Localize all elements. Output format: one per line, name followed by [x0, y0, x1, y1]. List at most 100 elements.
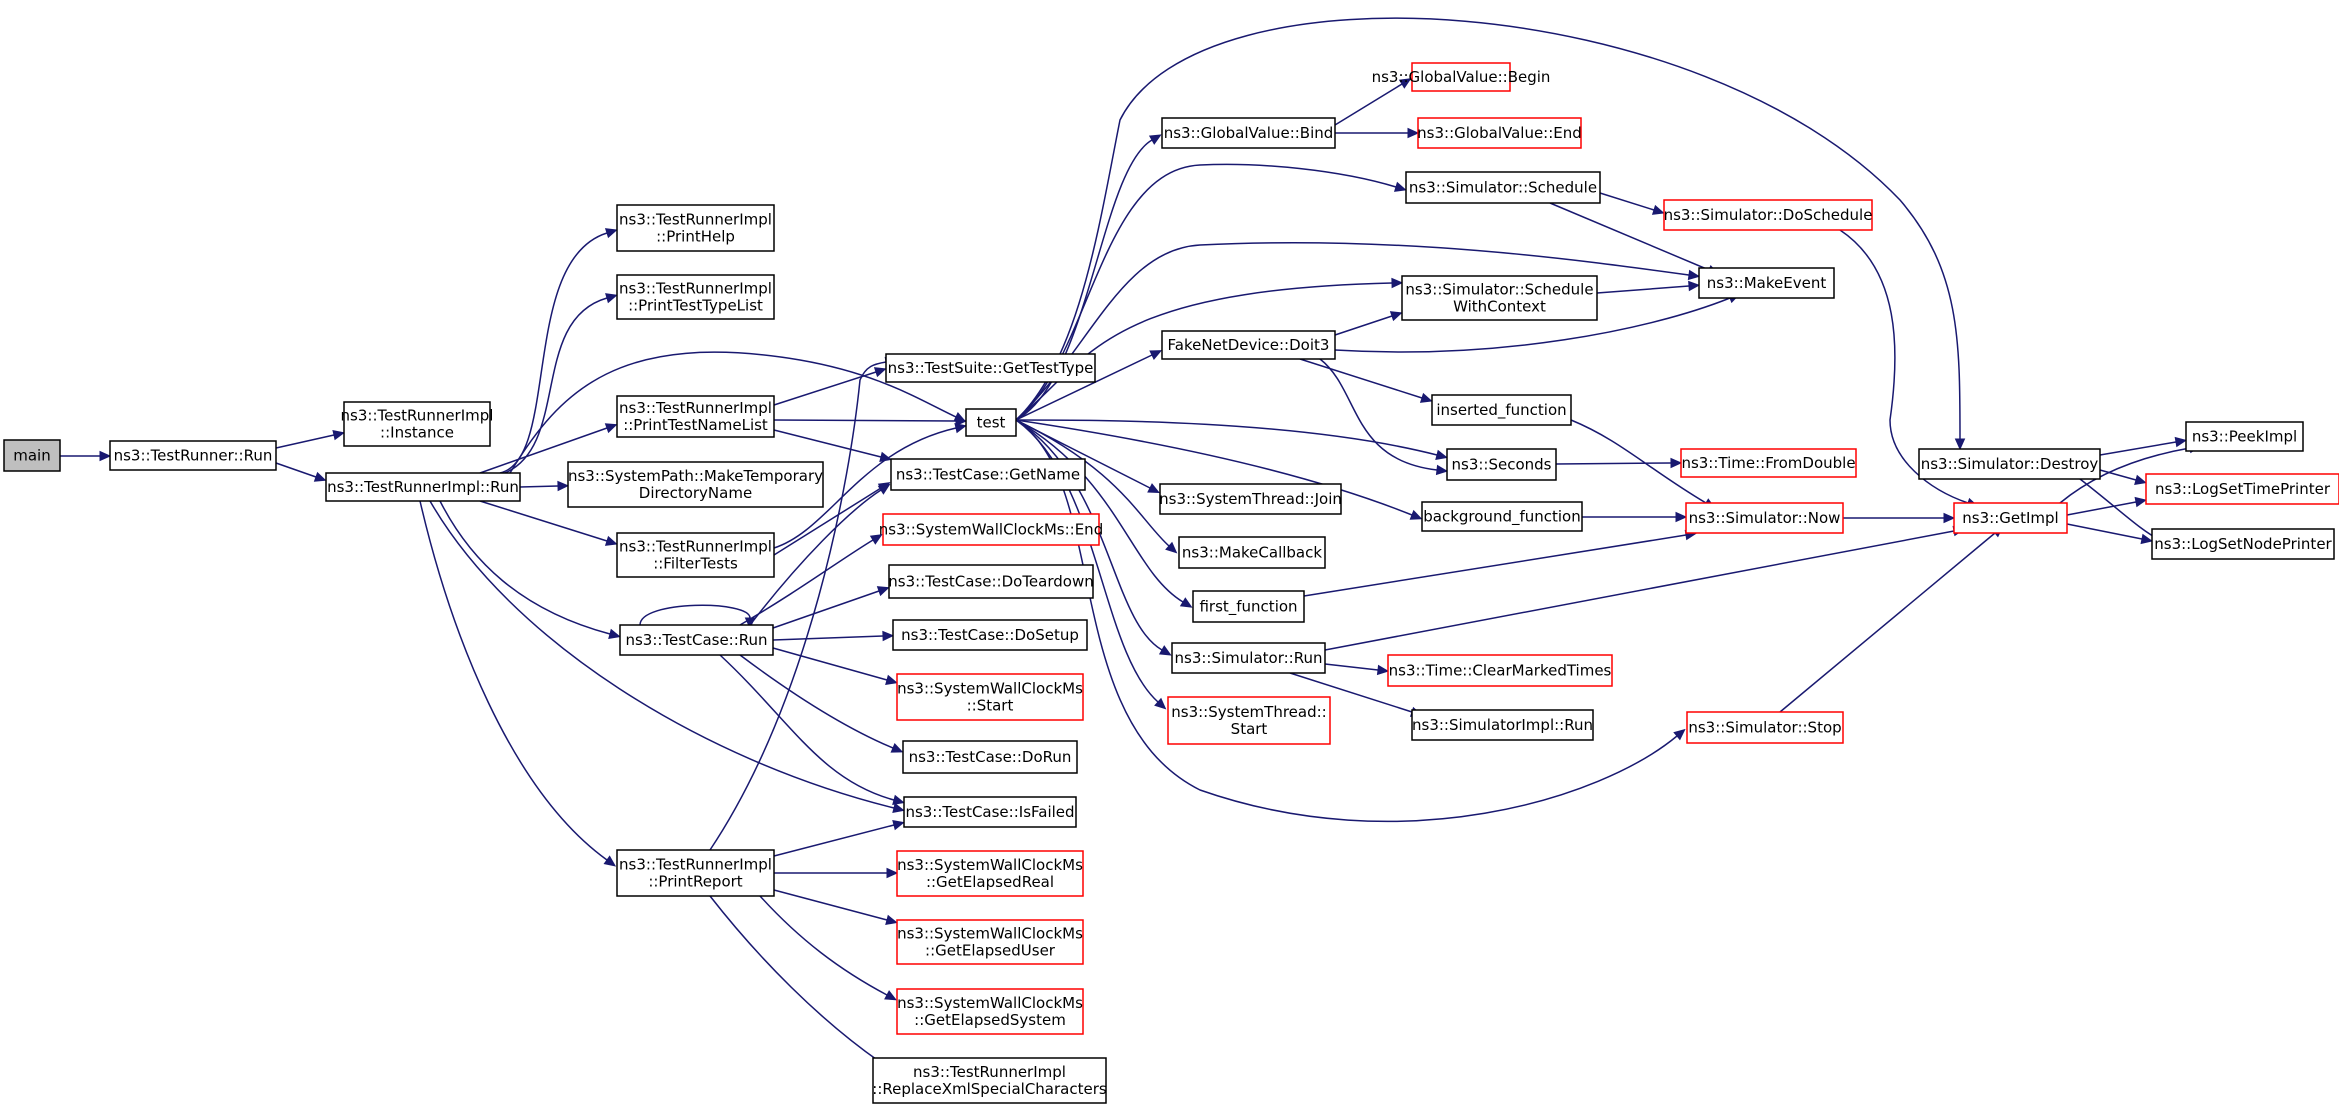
node-doit3[interactable]: FakeNetDevice::Doit3 — [1161, 330, 1336, 360]
node-log_node[interactable]: ns3::LogSetNodePrinter — [2151, 528, 2335, 560]
node-box[interactable] — [888, 564, 1094, 599]
node-box[interactable] — [882, 513, 1100, 546]
node-elapsed_user[interactable]: ns3::SystemWallClockMs::GetElapsedUser — [896, 919, 1084, 965]
node-box[interactable] — [619, 624, 774, 656]
node-testrunner_run[interactable]: ns3::TestRunner::Run — [109, 440, 277, 471]
node-box[interactable] — [343, 401, 491, 447]
node-is_failed[interactable]: ns3::TestCase::IsFailed — [903, 796, 1077, 828]
node-background_fn[interactable]: background_function — [1421, 501, 1583, 532]
node-get_impl[interactable]: ns3::GetImpl — [1953, 502, 2068, 534]
node-impl_run[interactable]: ns3::TestRunnerImpl::Run — [325, 472, 521, 502]
node-seconds[interactable]: ns3::Seconds — [1446, 448, 1557, 481]
node-box[interactable] — [3, 439, 61, 472]
node-box[interactable] — [903, 796, 1077, 828]
node-sim_destroy[interactable]: ns3::Simulator::Destroy — [1918, 448, 2101, 480]
node-box[interactable] — [1405, 171, 1601, 204]
node-main[interactable]: main — [3, 439, 61, 472]
node-sim_run[interactable]: ns3::Simulator::Run — [1171, 642, 1326, 674]
node-print_type_list[interactable]: ns3::TestRunnerImpl::PrintTestTypeList — [616, 274, 775, 320]
node-box[interactable] — [1417, 117, 1582, 149]
node-do_teardown[interactable]: ns3::TestCase::DoTeardown — [888, 564, 1094, 599]
node-print_help[interactable]: ns3::TestRunnerImpl::PrintHelp — [616, 204, 775, 252]
node-box[interactable] — [616, 532, 775, 578]
node-wall_end[interactable]: ns3::SystemWallClockMs::End — [879, 513, 1103, 546]
node-box[interactable] — [1411, 62, 1511, 92]
node-clear_marked[interactable]: ns3::Time::ClearMarkedTimes — [1387, 654, 1613, 687]
node-box[interactable] — [1663, 199, 1873, 231]
node-gv_bind[interactable]: ns3::GlobalValue::Bind — [1161, 117, 1336, 149]
node-filter_tests[interactable]: ns3::TestRunnerImpl::FilterTests — [616, 532, 775, 578]
node-make_temp_dir[interactable]: ns3::SystemPath::MakeTemporaryDirectoryN… — [567, 461, 824, 508]
node-box[interactable] — [1680, 448, 1857, 478]
node-box[interactable] — [1411, 709, 1594, 741]
node-box[interactable] — [896, 673, 1084, 721]
node-test[interactable]: test — [965, 408, 1017, 437]
node-box[interactable] — [896, 919, 1084, 965]
node-replace_xml[interactable]: ns3::TestRunnerImpl::ReplaceXmlSpecialCh… — [872, 1057, 1107, 1104]
node-box[interactable] — [1159, 483, 1342, 515]
node-box[interactable] — [1431, 394, 1572, 426]
node-box[interactable] — [872, 1057, 1107, 1104]
node-box[interactable] — [2145, 473, 2339, 505]
node-box[interactable] — [902, 740, 1078, 774]
node-make_event[interactable]: ns3::MakeEvent — [1698, 267, 1835, 299]
node-box[interactable] — [892, 619, 1088, 651]
node-box[interactable] — [1167, 696, 1331, 745]
node-box[interactable] — [1685, 502, 1844, 534]
node-elapsed_real[interactable]: ns3::SystemWallClockMs::GetElapsedReal — [896, 850, 1084, 897]
node-box[interactable] — [896, 988, 1084, 1035]
node-box[interactable] — [1178, 536, 1326, 569]
node-box[interactable] — [965, 408, 1017, 437]
node-box[interactable] — [325, 472, 521, 502]
node-testcase_run[interactable]: ns3::TestCase::Run — [619, 624, 774, 656]
node-gv_begin[interactable]: ns3::GlobalValue::Begin — [1372, 62, 1551, 92]
node-sim_now[interactable]: ns3::Simulator::Now — [1685, 502, 1844, 534]
node-sim_do_schedule[interactable]: ns3::Simulator::DoSchedule — [1663, 199, 1873, 231]
node-box[interactable] — [1686, 711, 1844, 744]
node-box[interactable] — [616, 849, 775, 897]
node-make_callback[interactable]: ns3::MakeCallback — [1178, 536, 1326, 569]
node-get_test_type[interactable]: ns3::TestSuite::GetTestType — [885, 353, 1096, 383]
node-box[interactable] — [1161, 330, 1336, 360]
node-box[interactable] — [1698, 267, 1835, 299]
node-box[interactable] — [1171, 642, 1326, 674]
node-box[interactable] — [890, 458, 1086, 491]
node-box[interactable] — [567, 461, 824, 508]
node-box[interactable] — [885, 353, 1096, 383]
node-from_double[interactable]: ns3::Time::FromDouble — [1680, 448, 1857, 478]
node-box[interactable] — [1421, 501, 1583, 532]
node-print_name_list[interactable]: ns3::TestRunnerImpl::PrintTestNameList — [616, 395, 775, 438]
node-do_run[interactable]: ns3::TestCase::DoRun — [902, 740, 1078, 774]
node-box[interactable] — [1953, 502, 2068, 534]
node-box[interactable] — [616, 395, 775, 438]
node-box[interactable] — [1401, 275, 1598, 321]
node-log_time[interactable]: ns3::LogSetTimePrinter — [2145, 473, 2339, 505]
node-simimpl_run[interactable]: ns3::SimulatorImpl::Run — [1411, 709, 1594, 741]
node-box[interactable] — [1446, 448, 1557, 481]
node-instance[interactable]: ns3::TestRunnerImpl::Instance — [341, 401, 494, 447]
node-get_name[interactable]: ns3::TestCase::GetName — [890, 458, 1086, 491]
node-box[interactable] — [1161, 117, 1336, 149]
node-peek_impl[interactable]: ns3::PeekImpl — [2185, 421, 2304, 452]
node-box[interactable] — [2151, 528, 2335, 560]
node-box[interactable] — [2185, 421, 2304, 452]
node-box[interactable] — [109, 440, 277, 471]
node-box[interactable] — [896, 850, 1084, 897]
node-sim_schedule[interactable]: ns3::Simulator::Schedule — [1405, 171, 1601, 204]
node-do_setup[interactable]: ns3::TestCase::DoSetup — [892, 619, 1088, 651]
node-box[interactable] — [1192, 590, 1305, 623]
node-wall_start[interactable]: ns3::SystemWallClockMs::Start — [896, 673, 1084, 721]
node-box[interactable] — [1387, 654, 1613, 687]
node-thread_join[interactable]: ns3::SystemThread::Join — [1159, 483, 1342, 515]
node-thread_start[interactable]: ns3::SystemThread::Start — [1167, 696, 1331, 745]
node-box[interactable] — [616, 274, 775, 320]
node-sim_stop[interactable]: ns3::Simulator::Stop — [1686, 711, 1844, 744]
node-gv_end[interactable]: ns3::GlobalValue::End — [1417, 117, 1582, 149]
node-inserted_fn[interactable]: inserted_function — [1431, 394, 1572, 426]
node-first_fn[interactable]: first_function — [1192, 590, 1305, 623]
node-elapsed_system[interactable]: ns3::SystemWallClockMs::GetElapsedSystem — [896, 988, 1084, 1035]
node-box[interactable] — [1918, 448, 2101, 480]
node-print_report[interactable]: ns3::TestRunnerImpl::PrintReport — [616, 849, 775, 897]
node-box[interactable] — [616, 204, 775, 252]
